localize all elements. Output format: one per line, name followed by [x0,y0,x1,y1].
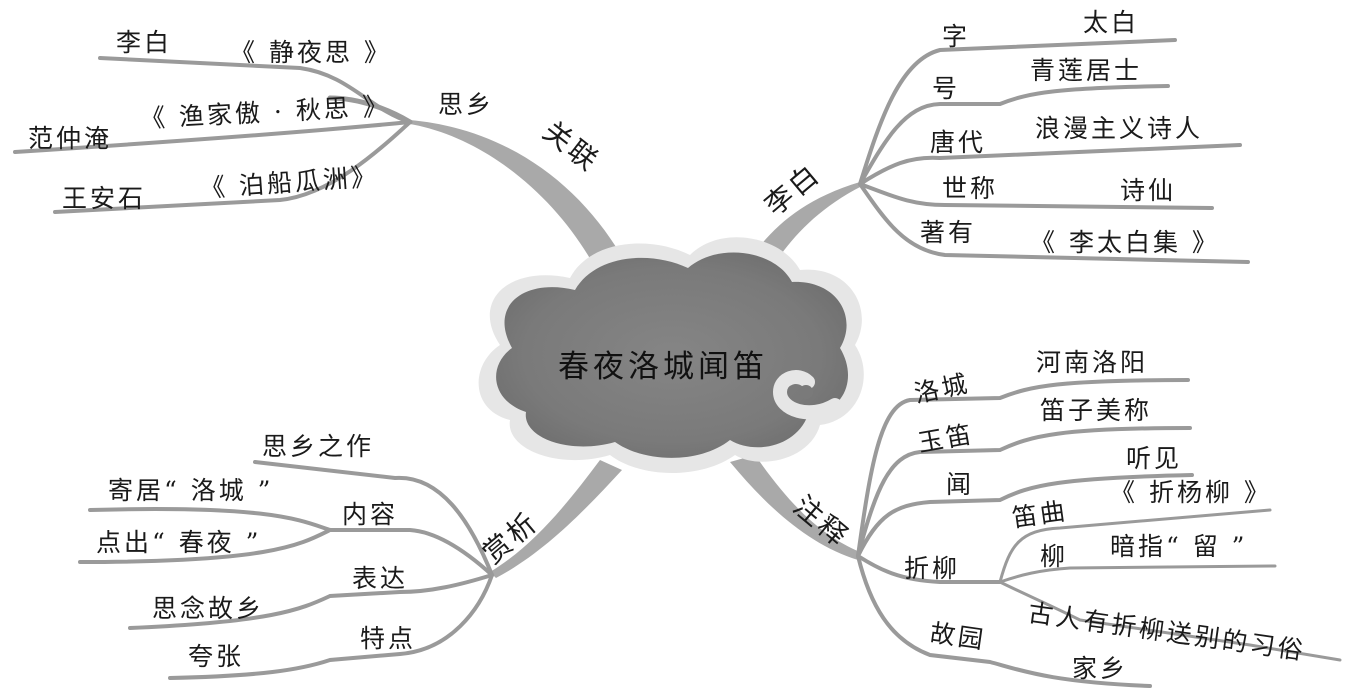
guanlian-author-2: 王安石 [62,186,146,211]
zhushi-guyuan-key: 故园 [929,620,988,653]
shangxi-neirong-item-0: 寄居“ 洛城 ” [108,478,273,503]
center-title: 春夜洛城闻笛 [558,352,768,383]
libai-key-3: 世称 [942,176,998,201]
shangxi-neirong-item-1: 点出“ 春夜 ” [96,530,261,555]
cloud-swirl-dot [799,385,813,399]
libai-value-1: 青莲居士 [1030,58,1142,83]
libai-value-4: 《 李太白集 》 [1030,230,1220,255]
libai-key-1: 号 [932,76,960,101]
zhushi-value-1: 笛子美称 [1040,398,1152,423]
zhushi-zheliu-label: 折柳 [904,556,960,581]
shangxi-tedian-label: 特点 [360,626,416,651]
shangxi-neirong-label: 内容 [342,502,398,527]
libai-key-4: 著有 [920,220,976,245]
libai-key-0: 字 [942,24,970,49]
zhushi-liu-key: 柳 [1040,544,1068,569]
zhushi-key-2: 闻 [946,472,974,497]
zhushi-value-2: 听见 [1126,446,1182,471]
libai-value-2: 浪漫主义诗人 [1035,116,1203,141]
zhushi-guyuan-value: 家乡 [1072,656,1128,681]
shangxi-biaoda-value: 思念故乡 [152,596,264,621]
zhushi-dique-value: 《 折杨柳 》 [1110,480,1272,505]
shangxi-tedian-value: 夸张 [188,644,244,669]
guanlian-author-1: 范仲淹 [28,126,112,151]
libai-value-3: 诗仙 [1120,178,1176,203]
zhushi-value-0: 河南洛阳 [1036,350,1148,375]
zhushi-liu-value: 暗指“ 留 ” [1110,534,1247,559]
guanlian-author-0: 李白 [116,30,172,55]
guanlian-sub-label: 思乡 [438,92,494,117]
libai-key-2: 唐代 [930,130,986,155]
libai-value-0: 太白 [1083,10,1139,35]
guanlian-work-0: 《 静夜思 》 [230,40,392,65]
shangxi-zuo: 思乡之作 [262,434,374,459]
zhushi-dique-key: 笛曲 [1011,498,1070,531]
shangxi-biaoda-label: 表达 [352,566,408,591]
